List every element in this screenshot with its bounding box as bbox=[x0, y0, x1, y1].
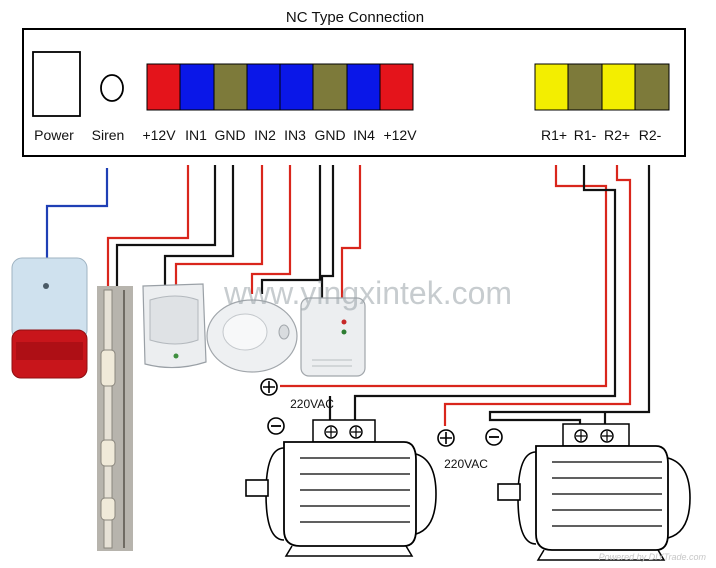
smoke-black-wire bbox=[260, 165, 322, 294]
r1-minus-wire bbox=[353, 165, 617, 424]
polarity-symbols bbox=[260, 378, 503, 447]
terminal-left-label-6: IN4 bbox=[353, 127, 375, 143]
motor1-voltage-label: 220VAC bbox=[290, 397, 334, 411]
r1-plus-wire bbox=[280, 165, 608, 388]
r2-minus-wire bbox=[488, 165, 651, 426]
power-switch bbox=[32, 51, 81, 117]
siren-body-top bbox=[11, 257, 88, 341]
gas-led-1 bbox=[341, 319, 347, 325]
siren-band bbox=[16, 342, 83, 360]
gas-black-wire bbox=[320, 165, 335, 300]
water-sensor-float-3 bbox=[100, 497, 116, 521]
water-sensor-red-wire bbox=[106, 165, 190, 290]
siren-label: Siren bbox=[92, 127, 125, 143]
water-level-sensor bbox=[97, 286, 133, 551]
siren-led bbox=[43, 283, 49, 289]
terminal-right-3 bbox=[634, 63, 670, 111]
smoke-center bbox=[222, 313, 268, 351]
terminal-right-label-1: R1- bbox=[574, 127, 597, 143]
terminal-left-3 bbox=[246, 63, 281, 111]
motor2-terminal-a-cross bbox=[576, 431, 586, 441]
water-sensor-float-1 bbox=[100, 349, 116, 387]
watermark: www.yingxintek.com bbox=[223, 275, 512, 311]
motor1-fins bbox=[300, 457, 410, 523]
siren-device bbox=[11, 257, 88, 379]
motor1-shaft bbox=[245, 479, 269, 497]
diagram-title: NC Type Connection bbox=[286, 9, 424, 26]
terminal-right-label-3: R2- bbox=[639, 127, 662, 143]
pir-red-wire bbox=[174, 165, 264, 286]
terminal-left-2 bbox=[213, 63, 248, 111]
motor1-rear bbox=[415, 453, 437, 535]
smoke-red-wire bbox=[250, 165, 292, 294]
gas-detector bbox=[300, 297, 366, 377]
terminal-left-7 bbox=[379, 63, 414, 111]
motor-2 bbox=[497, 423, 691, 561]
motor2-shaft bbox=[497, 483, 521, 501]
minus-icon bbox=[485, 428, 503, 446]
plus-icon bbox=[260, 378, 278, 396]
smoke-detector bbox=[206, 299, 298, 373]
power-label: Power bbox=[34, 127, 74, 143]
terminal-left-0 bbox=[146, 63, 181, 111]
relay-wiring bbox=[280, 165, 651, 426]
motor2-rear bbox=[667, 457, 691, 539]
pir-led bbox=[173, 353, 179, 359]
motor1-body bbox=[283, 441, 417, 547]
terminal-right-2 bbox=[601, 63, 636, 111]
terminal-left-label-4: IN3 bbox=[284, 127, 306, 143]
motor1-terminal-b-cross bbox=[351, 427, 361, 437]
minus-icon bbox=[267, 417, 285, 435]
terminal-left-6 bbox=[346, 63, 381, 111]
credit-text: Powered by DIYTrade.com bbox=[599, 552, 707, 562]
plus-icon bbox=[437, 429, 455, 447]
terminal-left-1 bbox=[179, 63, 215, 111]
terminal-right-0 bbox=[534, 63, 569, 111]
motor2-terminal-b-cross bbox=[602, 431, 612, 441]
gas-body bbox=[300, 297, 366, 377]
terminal-left-5 bbox=[312, 63, 348, 111]
terminal-left-label-1: IN1 bbox=[185, 127, 207, 143]
r2-plus-wire bbox=[443, 165, 632, 426]
motor2-body bbox=[535, 445, 669, 551]
input-terminal-block bbox=[146, 63, 414, 111]
relay-terminal-labels: R1+ R1- R2+ R2- bbox=[541, 127, 662, 143]
terminal-left-label-2: GND bbox=[214, 127, 245, 143]
terminal-right-1 bbox=[567, 63, 603, 111]
gas-red-wire bbox=[340, 165, 362, 300]
terminal-left-label-7: +12V bbox=[383, 127, 417, 143]
terminal-left-label-0: +12V bbox=[142, 127, 176, 143]
siren-wire bbox=[45, 168, 109, 258]
water-sensor-rod bbox=[103, 289, 113, 549]
motor1-feet bbox=[284, 545, 414, 557]
terminal-right-label-0: R1+ bbox=[541, 127, 567, 143]
motor1-terminal-box bbox=[312, 419, 376, 443]
input-terminal-labels: +12V IN1 GND IN2 IN3 GND IN4 +12V bbox=[142, 127, 417, 143]
pir-lens bbox=[149, 295, 199, 345]
pir-black-wire bbox=[163, 165, 235, 286]
terminal-right-label-2: R2+ bbox=[604, 127, 630, 143]
motor2-fins bbox=[552, 461, 662, 527]
terminal-left-label-5: GND bbox=[314, 127, 345, 143]
pir-detector bbox=[142, 283, 207, 369]
terminal-left-label-3: IN2 bbox=[254, 127, 276, 143]
smoke-test-button bbox=[278, 324, 290, 340]
detector-wiring bbox=[45, 165, 362, 300]
water-sensor-float-2 bbox=[100, 439, 116, 467]
motor-1 bbox=[245, 419, 437, 557]
motor2-voltage-label: 220VAC bbox=[444, 457, 488, 471]
siren-indicator bbox=[100, 74, 124, 102]
motor2-terminal-box bbox=[562, 423, 630, 447]
terminal-left-4 bbox=[279, 63, 314, 111]
gas-led-2 bbox=[341, 329, 347, 335]
motor2-feet bbox=[536, 549, 666, 561]
relay-terminal-block bbox=[534, 63, 670, 111]
water-sensor-black-wire bbox=[115, 165, 217, 290]
motor1-terminal-a-cross bbox=[326, 427, 336, 437]
